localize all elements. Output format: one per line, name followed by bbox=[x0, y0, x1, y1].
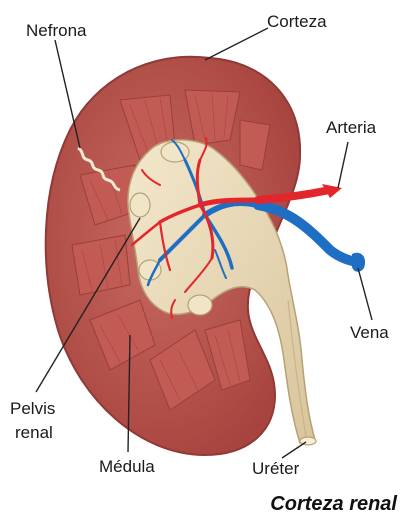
label-nephron: Nefrona bbox=[26, 21, 86, 40]
label-pelvis-line2: renal bbox=[15, 423, 53, 442]
label-ureter: Uréter bbox=[252, 459, 299, 478]
label-artery: Arteria bbox=[326, 118, 376, 137]
figure-caption: Corteza renal bbox=[270, 493, 397, 516]
label-vein: Vena bbox=[350, 323, 389, 342]
label-medulla: Médula bbox=[99, 457, 155, 476]
label-pelvis-line1: Pelvis bbox=[10, 399, 55, 418]
label-cortex: Corteza bbox=[267, 12, 327, 31]
